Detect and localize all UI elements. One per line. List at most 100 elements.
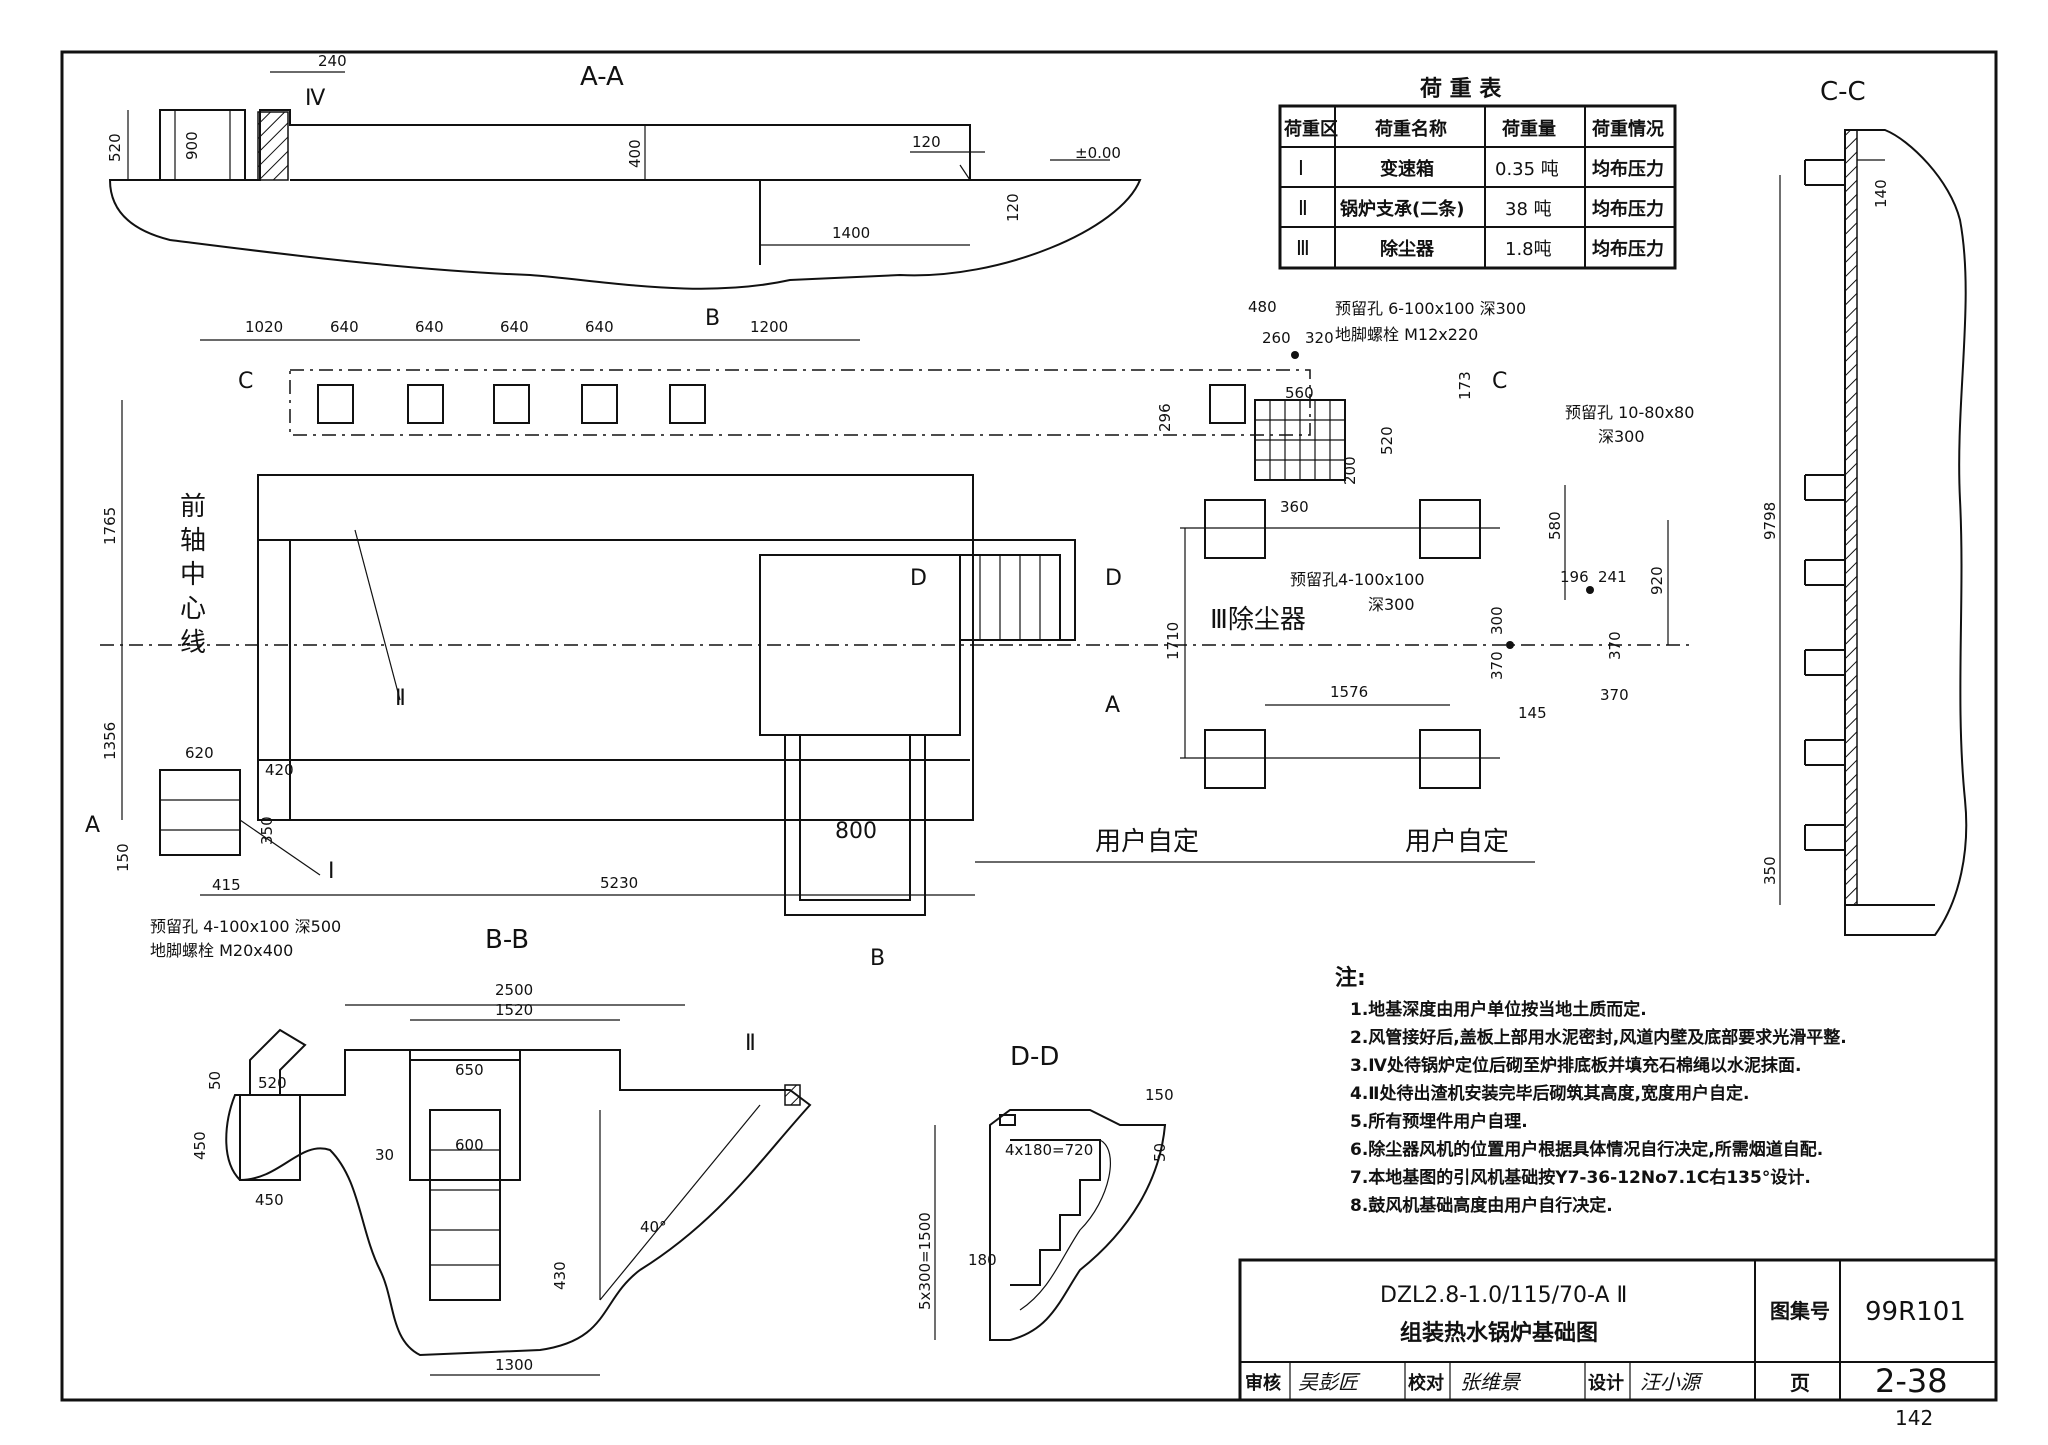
aa-dim-400: 400: [626, 139, 644, 168]
plan-dim-480: 480: [1248, 298, 1277, 316]
plan-user-defined-2: 用户自定: [1405, 827, 1509, 857]
plan-dim-640d: 640: [585, 318, 614, 336]
title-model: DZL2.8-1.0/115/70-A Ⅱ: [1380, 1283, 1627, 1308]
plan-dim-5230: 5230: [600, 874, 638, 892]
plan-dim-1576: 1576: [1330, 683, 1368, 701]
bb-dim-430: 430: [551, 1261, 569, 1290]
bb-dim-1300: 1300: [495, 1356, 533, 1374]
section-dd-title: D-D: [1010, 1042, 1059, 1072]
plan-cut-b-top: B: [705, 306, 720, 331]
dd-dim-180: 180: [968, 1251, 997, 1269]
dd-dim-150: 150: [1145, 1086, 1174, 1104]
aa-dim-900: 900: [183, 131, 201, 160]
bb-dim-600: 600: [455, 1136, 484, 1154]
note-1: 1.地基深度由用户单位按当地土质而定.: [1350, 999, 1647, 1020]
plan-view: 1020 640 640 640 640 1200 C C B 480 260 …: [85, 298, 1694, 971]
bb-dim-30: 30: [375, 1146, 394, 1164]
plan-cut-b-bottom: B: [870, 946, 885, 971]
plan-roman-1: Ⅰ: [328, 859, 335, 884]
plan-dim-196: 196: [1560, 568, 1589, 586]
plan-cut-c-left: C: [238, 369, 253, 394]
plan-user-defined-1: 用户自定: [1095, 827, 1199, 857]
aa-roman-4: Ⅳ: [305, 86, 326, 111]
plan-dim-520: 520: [1378, 426, 1396, 455]
load-row2-qty: 38 吨: [1505, 199, 1552, 220]
section-dd: D-D 4x180=720 150 50 5x300=1500 180: [916, 1042, 1174, 1341]
plan-cut-a-left: A: [85, 813, 100, 838]
title-name: 组装热水锅炉基础图: [1400, 1320, 1598, 1346]
bb-dim-450b: 450: [255, 1191, 284, 1209]
plan-note-hole4-depth: 深300: [1368, 595, 1415, 614]
plan-note-hole4: 预留孔4-100x100: [1290, 570, 1425, 589]
load-header-zone: 荷重区: [1284, 118, 1338, 140]
load-row1-cond: 均布压力: [1592, 158, 1664, 180]
plan-dim-145: 145: [1518, 704, 1547, 722]
load-row3-name: 除尘器: [1380, 238, 1435, 260]
load-row3-qty: 1.8吨: [1505, 239, 1552, 260]
plan-dim-640b: 640: [415, 318, 444, 336]
plan-note-hole4b: 预留孔 4-100x100 深500: [150, 917, 341, 936]
sheet-border: [60, 50, 1998, 1402]
section-aa-title: A-A: [580, 62, 624, 92]
notes-block: 注: 1.地基深度由用户单位按当地土质而定. 2.风管接好后,盖板上部用水泥密封…: [1335, 965, 1847, 1216]
section-bb-title: B-B: [485, 925, 529, 955]
bb-roman-2: Ⅱ: [745, 1031, 756, 1056]
plan-dim-360: 360: [1280, 498, 1309, 516]
check-label: 校对: [1408, 1372, 1444, 1394]
plan-cut-a-mid: A: [1105, 693, 1120, 718]
plan-dim-560: 560: [1285, 384, 1314, 402]
section-cc-title: C-C: [1820, 77, 1866, 107]
plan-dim-1710: 1710: [1164, 622, 1182, 660]
plan-dim-420: 420: [265, 761, 294, 779]
design-signature: 汪小源: [1640, 1370, 1703, 1394]
plan-axis-label: 前轴中心线: [180, 492, 206, 658]
plan-dim-620: 620: [185, 744, 214, 762]
plan-dim-296: 296: [1156, 403, 1174, 432]
aa-dim-520: 520: [106, 133, 124, 162]
plan-dim-260: 260: [1262, 329, 1291, 347]
aa-dim-240: 240: [318, 52, 347, 70]
notes-title: 注:: [1335, 965, 1366, 991]
load-header-qty: 荷重量: [1502, 118, 1556, 140]
plan-note-hole10-depth: 深300: [1598, 427, 1645, 446]
section-aa: A-A 240 Ⅳ 520 900 400 120 120 1400 ±0.00: [106, 52, 1142, 290]
review-signature: 吴彭匠: [1298, 1370, 1361, 1394]
plan-dim-580: 580: [1546, 511, 1564, 540]
plan-dim-320: 320: [1305, 329, 1334, 347]
note-6: 6.除尘器风机的位置用户根据具体情况自行决定,所需烟道自配.: [1350, 1139, 1823, 1160]
plan-cut-d-right: D: [1105, 566, 1122, 591]
plan-cut-c-right: C: [1492, 369, 1507, 394]
plan-note-bolt12: 地脚螺栓 M12x220: [1335, 325, 1478, 344]
page-label: 页: [1790, 1371, 1810, 1395]
load-row2-name: 锅炉支承(二条): [1340, 198, 1464, 220]
plan-dim-300: 300: [1488, 606, 1506, 635]
bb-dim-650: 650: [455, 1061, 484, 1079]
title-block: DZL2.8-1.0/115/70-A Ⅱ 组装热水锅炉基础图 图集号 99R1…: [1238, 1258, 1998, 1402]
plan-roman-2: Ⅱ: [395, 686, 406, 711]
plan-note-bolt20: 地脚螺栓 M20x400: [150, 941, 293, 960]
aa-dim-120a: 120: [912, 133, 941, 151]
plan-dim-150: 150: [114, 843, 132, 872]
check-signature: 张维景: [1460, 1370, 1522, 1394]
load-table: 荷 重 表 荷重区 荷重名称 荷重量 荷重情况 Ⅰ 变速箱 0.35 吨 均布压…: [1278, 77, 1677, 270]
plan-dim-640c: 640: [500, 318, 529, 336]
dd-dim-4x180: 4x180=720: [1005, 1141, 1093, 1159]
plan-dim-241: 241: [1598, 568, 1627, 586]
bb-dim-50: 50: [206, 1071, 224, 1090]
atlas-number: 99R101: [1865, 1297, 1966, 1327]
load-row1-name: 变速箱: [1380, 158, 1434, 180]
load-table-title: 荷 重 表: [1420, 77, 1502, 102]
bb-dim-520: 520: [258, 1074, 287, 1092]
design-label: 设计: [1588, 1372, 1624, 1394]
cc-dim-350: 350: [1761, 856, 1779, 885]
cc-dim-9798: 9798: [1761, 502, 1779, 540]
load-row3-zone: Ⅲ: [1296, 236, 1310, 260]
note-4: 4.Ⅱ处待出渣机安装完毕后砌筑其高度,宽度用户自定.: [1350, 1083, 1749, 1104]
note-7: 7.本地基图的引风机基础按Y7-36-12No7.1C右135°设计.: [1350, 1167, 1811, 1188]
plan-note-hole10: 预留孔 10-80x80: [1565, 403, 1694, 422]
load-row2-zone: Ⅱ: [1298, 196, 1308, 220]
section-bb: B-B 2500 1520 Ⅱ 650 600 520 50 450 450 3…: [191, 925, 812, 1376]
load-row1-qty: 0.35 吨: [1495, 159, 1559, 180]
plan-dim-370b: 370: [1606, 631, 1624, 660]
load-row2-cond: 均布压力: [1592, 198, 1664, 220]
